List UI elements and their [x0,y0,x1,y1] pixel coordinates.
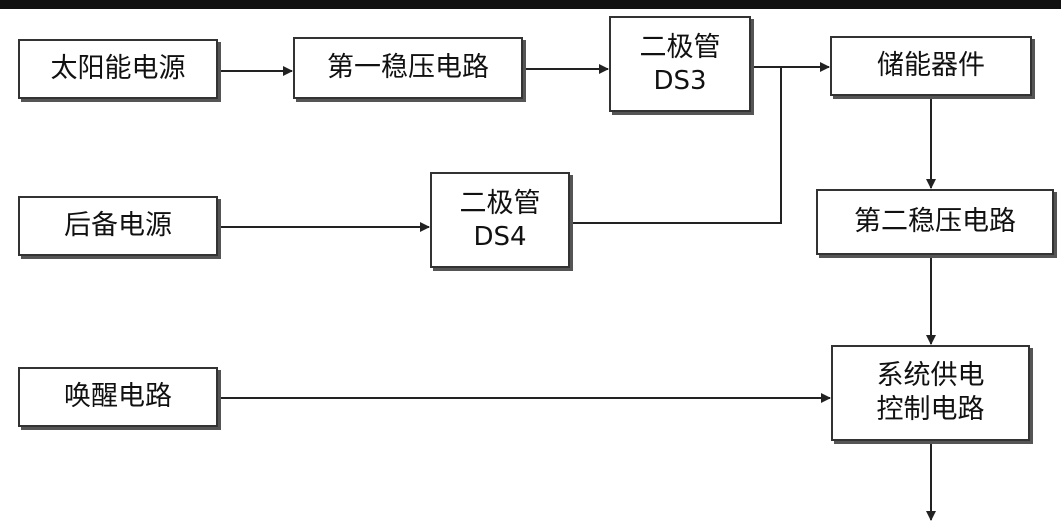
node-label: 二极管 [459,187,541,219]
node-backup-power: 后备电源 [18,196,218,256]
node-second-regulator: 第二稳压电路 [816,189,1054,255]
edge-ds4-to-junction [570,67,782,224]
node-diode-ds4: 二极管 DS4 [430,172,570,268]
node-label: 唤醒电路 [64,381,172,413]
node-wakeup-circuit: 唤醒电路 [18,367,218,427]
node-label: 二极管 [639,31,721,63]
node-label: 太阳能电源 [50,53,186,85]
node-storage-device: 储能器件 [830,36,1032,96]
top-border [0,0,1061,9]
node-diode-ds3: 二极管 DS3 [609,16,751,112]
node-label: 第一稳压电路 [327,52,489,84]
node-first-regulator: 第一稳压电路 [293,37,523,99]
node-power-control: 系统供电 控制电路 [831,345,1030,441]
node-label-line2: 控制电路 [876,394,985,425]
node-label: 后备电源 [64,210,172,242]
node-label: 系统供电 [876,360,985,392]
node-label: 第二稳压电路 [854,206,1016,238]
node-label: 储能器件 [877,50,985,82]
node-sublabel: DS4 [473,221,527,252]
node-sublabel: DS3 [653,65,707,96]
node-solar-power: 太阳能电源 [18,39,218,99]
